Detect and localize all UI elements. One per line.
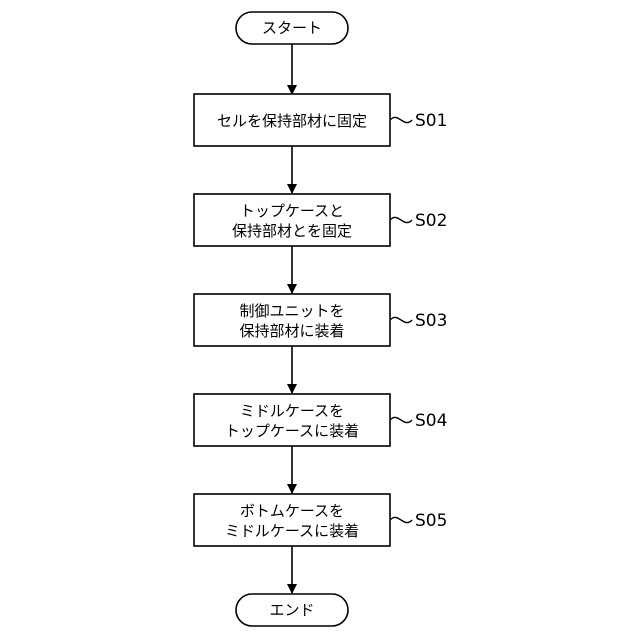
end-terminal: エンド xyxy=(236,594,348,626)
step-label: S05 xyxy=(415,511,447,531)
process-text-line-1: ミドルケースを xyxy=(240,402,344,420)
start-terminal: スタート xyxy=(236,12,348,44)
process-step-s02: トップケースと 保持部材とを固定 S02 xyxy=(194,194,447,246)
step-label: S03 xyxy=(415,311,447,331)
process-step-s03: 制御ユニットを 保持部材に装着 S03 xyxy=(194,294,447,346)
step-label: S02 xyxy=(415,211,447,231)
process-text-line-2: トップケースに装着 xyxy=(225,422,359,440)
step-label: S01 xyxy=(415,111,447,131)
step-label-leader xyxy=(390,317,412,322)
process-text-line-1: ボトムケースを xyxy=(240,502,344,520)
step-label: S04 xyxy=(415,411,447,431)
process-step-s01: セルを保持部材に固定 S01 xyxy=(194,94,447,146)
process-text-line-1: 制御ユニットを xyxy=(239,302,344,320)
process-text-line-1: セルを保持部材に固定 xyxy=(217,112,367,130)
start-terminal-text: スタート xyxy=(262,19,322,37)
end-terminal-text: エンド xyxy=(269,601,314,619)
process-text-line-2: 保持部材とを固定 xyxy=(232,222,352,240)
step-label-leader xyxy=(390,117,412,122)
process-text-line-2: 保持部材に装着 xyxy=(239,322,344,340)
step-label-leader xyxy=(390,517,412,522)
process-text-line-1: トップケースと xyxy=(240,202,344,220)
process-step-s04: ミドルケースを トップケースに装着 S04 xyxy=(194,394,447,446)
step-label-leader xyxy=(390,417,412,422)
step-label-leader xyxy=(390,217,412,222)
process-text-line-2: ミドルケースに装着 xyxy=(225,522,359,540)
process-step-s05: ボトムケースを ミドルケースに装着 S05 xyxy=(194,494,447,546)
